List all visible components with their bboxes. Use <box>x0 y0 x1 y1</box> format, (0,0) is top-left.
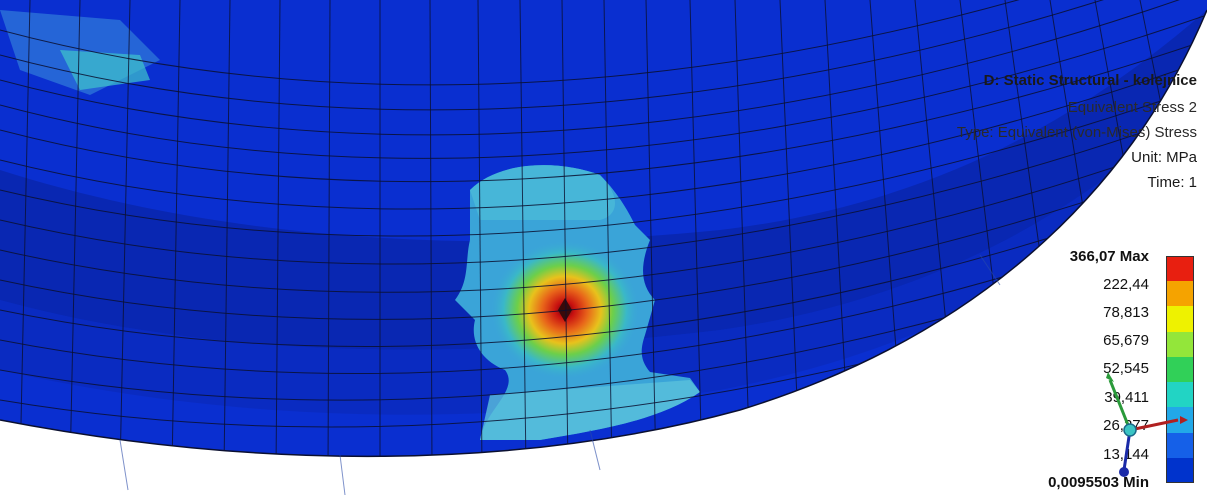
analysis-title: D: Static Structural - kolejnice <box>983 72 1197 89</box>
legend-min-label: 0,0095503 Min <box>1048 474 1149 491</box>
mesh-spokes <box>19 0 1207 457</box>
legend-tick: 65,679 <box>1103 332 1149 349</box>
legend-tick: 222,44 <box>1103 276 1149 293</box>
coordinate-triad-icon[interactable] <box>1080 370 1190 480</box>
construction-lines <box>119 254 1001 496</box>
result-time: Time: 1 <box>1147 174 1197 191</box>
result-type: Type: Equivalent (von-Mises) Stress <box>956 124 1197 141</box>
legend-swatch <box>1166 256 1194 282</box>
legend-swatch <box>1166 281 1194 307</box>
legend-swatch <box>1166 331 1194 357</box>
mesh-arcs <box>0 0 1207 428</box>
legend-max-label: 366,07 Max <box>1069 248 1149 265</box>
result-unit: Unit: MPa <box>1131 149 1197 166</box>
result-name: Equivalent Stress 2 <box>1067 99 1197 116</box>
legend-swatch <box>1166 306 1194 332</box>
legend-tick: 52,545 <box>1103 360 1149 377</box>
legend-tick: 78,813 <box>1103 304 1149 321</box>
